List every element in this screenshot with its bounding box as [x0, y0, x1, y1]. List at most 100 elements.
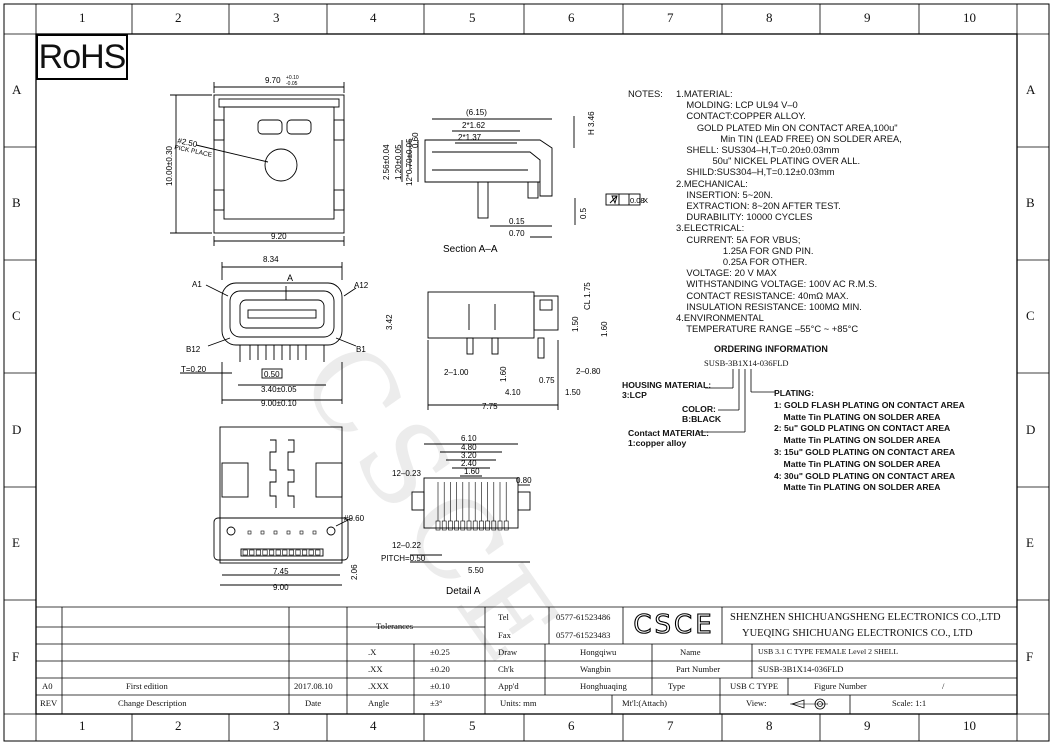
front-view	[180, 262, 357, 404]
zone-column-8: 8	[766, 10, 773, 25]
zone-column-5: 5	[469, 10, 476, 25]
zone-row-D: D	[1026, 422, 1036, 437]
rev-header-date: Date	[305, 698, 322, 708]
svg-text:2*1.62: 2*1.62	[462, 121, 486, 130]
zone-column-1: 1	[79, 10, 86, 25]
section-title: Section A–A	[443, 244, 498, 255]
side-view	[427, 291, 559, 410]
note-line: 2.MECHANICAL:	[676, 177, 748, 189]
pin	[247, 530, 252, 535]
svg-text:B12: B12	[186, 345, 201, 354]
note-line: CONTACT:COPPER ALLOY.	[676, 110, 806, 122]
note-line: INSULATION RESISTANCE: 100MΩ MIN.	[676, 300, 862, 312]
zone-row-A: A	[12, 82, 22, 97]
zone-column-3: 3	[273, 10, 280, 25]
rohs-stamp: RoHS	[36, 34, 128, 80]
zone-column-9: 9	[864, 718, 871, 733]
zone-column-2: 2	[175, 10, 182, 25]
pin	[275, 549, 281, 556]
zone-row-F: F	[12, 649, 20, 664]
scale: Scale: 1:1	[892, 698, 927, 708]
fax-value: 0577-61523483	[556, 630, 611, 640]
svg-text:2*1.37: 2*1.37	[458, 133, 482, 142]
note-line: 0.25A FOR OTHER.	[676, 256, 808, 268]
zone-row-E: E	[12, 535, 20, 550]
dim-height: 10.00±0.30	[165, 145, 174, 186]
top-view	[170, 82, 345, 246]
material: Mt'l:(Attach)	[622, 698, 667, 708]
svg-text:A12: A12	[354, 281, 369, 290]
svg-text:0.15: 0.15	[509, 217, 525, 226]
svg-text:0.5: 0.5	[579, 207, 588, 219]
rev-header: REV	[40, 698, 58, 708]
pin	[242, 549, 248, 556]
zone-row-E: E	[1026, 535, 1034, 550]
zone-column-4: 4	[370, 10, 377, 25]
view-label: View:	[746, 698, 767, 708]
svg-text:2.06: 2.06	[350, 564, 359, 580]
note-line: 1.MATERIAL:	[676, 88, 733, 99]
zone-column-7: 7	[667, 718, 674, 733]
note-line: VOLTAGE: 20 V MAX	[676, 267, 777, 279]
type-value: USB C TYPE	[730, 681, 779, 691]
note-line: CONTACT RESISTANCE: 40mΩ MAX.	[676, 289, 849, 301]
svg-text:2–0.80: 2–0.80	[576, 367, 601, 376]
pin	[282, 549, 288, 556]
tol-xx-val: ±0.20	[430, 664, 450, 674]
csce-logo: CSCE	[633, 609, 715, 640]
svg-text:0.80: 0.80	[516, 476, 532, 485]
tol-xx: .XX	[368, 664, 383, 674]
draw-value: Hongqiwu	[580, 647, 617, 657]
tel-value: 0577-61523486	[556, 612, 611, 622]
pin	[308, 549, 314, 556]
svg-text:3.40±0.05: 3.40±0.05	[261, 385, 297, 394]
type-label: Type	[668, 681, 686, 691]
company-name-1: SHENZHEN SHICHUANGSHENG ELECTRONICS CO.,…	[730, 612, 1001, 623]
zone-column-10: 10	[963, 10, 976, 25]
pin	[269, 549, 275, 556]
svg-text:B1: B1	[356, 345, 366, 354]
note-line: SHILD:SUS304–H,T=0.12±0.03mm	[676, 166, 835, 178]
zone-row-D: D	[12, 422, 22, 437]
tol-xxx-val: ±0.10	[430, 681, 450, 691]
zone-row-C: C	[12, 308, 21, 323]
svg-text:8.34: 8.34	[263, 255, 279, 264]
note-line: EXTRACTION: 8~20N AFTER TEST.	[676, 200, 841, 212]
note-line: TEMPERATURE RANGE –55°C ~ +85°C	[676, 323, 859, 335]
pin	[299, 530, 304, 535]
note-line: 50u" NICKEL PLATING OVER ALL.	[676, 155, 861, 167]
figure-value: /	[942, 681, 945, 691]
pin	[312, 530, 317, 535]
dim-bottom: 9.20	[271, 232, 287, 241]
zone-column-10: 10	[963, 718, 976, 733]
fax-label: Fax	[498, 630, 511, 640]
tol-angle: Angle	[368, 698, 390, 708]
figure-label: Figure Number	[814, 681, 867, 691]
svg-text:12–0.22: 12–0.22	[392, 541, 421, 550]
units: Units: mm	[500, 698, 537, 708]
pin	[302, 549, 308, 556]
svg-text:2.56±0.04: 2.56±0.04	[382, 144, 391, 180]
tol-angle-val: ±3°	[430, 698, 443, 708]
svg-text:1.50: 1.50	[565, 388, 581, 397]
zone-row-B: B	[1026, 195, 1035, 210]
pin	[273, 530, 278, 535]
zone-column-2: 2	[175, 718, 182, 733]
svg-text:A: A	[287, 273, 293, 283]
note-line: CURRENT: 5A FOR VBUS;	[676, 233, 801, 245]
note-line: SHELL: SUS304–H,T=0.20±0.03mm	[676, 144, 840, 156]
svg-text:2.40: 2.40	[461, 459, 477, 468]
zone-row-A: A	[1026, 82, 1036, 97]
zone-column-5: 5	[469, 718, 476, 733]
chk-value: Wangbin	[580, 664, 611, 674]
detail-title: Detail A	[446, 586, 481, 597]
note-line: Min TIN (LEAD FREE) ON SOLDER AREA,	[676, 132, 902, 144]
pin	[295, 549, 301, 556]
pin	[286, 530, 291, 535]
rev-a0: A0	[42, 681, 53, 691]
svg-text:2–1.00: 2–1.00	[444, 368, 469, 377]
svg-text:1.60: 1.60	[600, 321, 609, 337]
ordering-code: SUSB-3B1X14-036FLD	[704, 358, 789, 368]
svg-text:5.50: 5.50	[468, 566, 484, 575]
